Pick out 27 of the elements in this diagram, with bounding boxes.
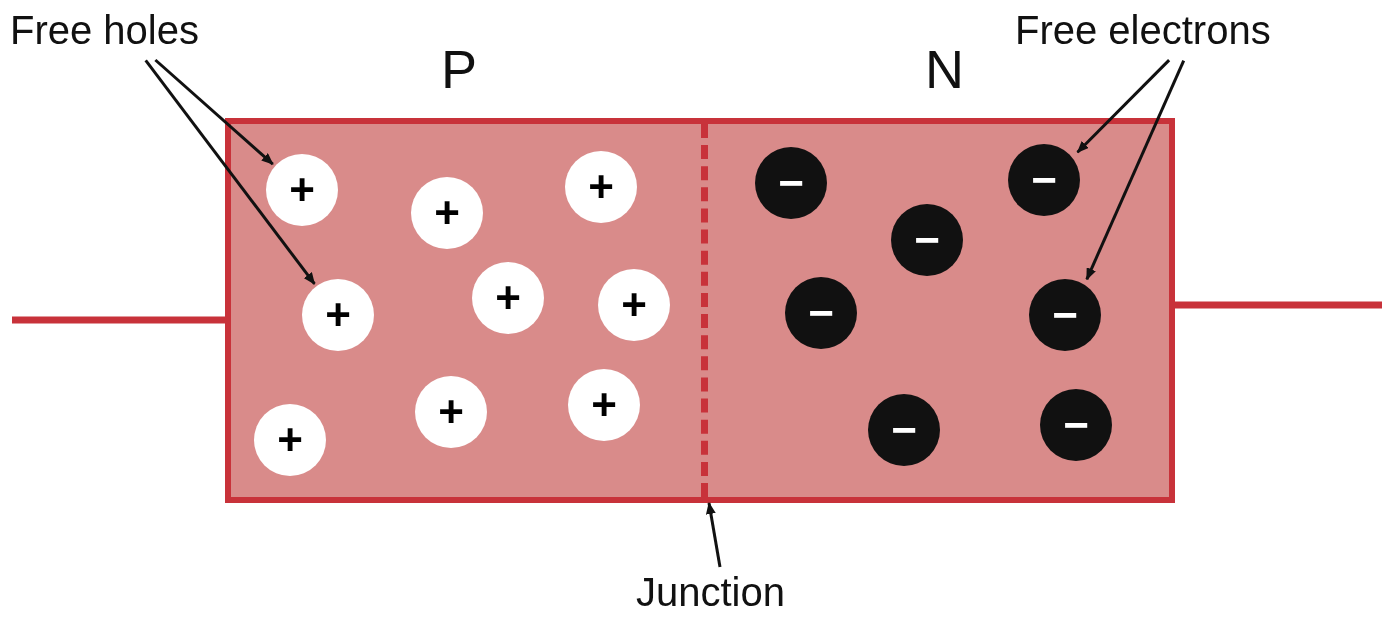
- leader-line: [154, 58, 274, 166]
- electron-circle: −: [891, 204, 963, 276]
- hole-circle: +: [266, 154, 338, 226]
- hole-circle: +: [415, 376, 487, 448]
- callout-label: Free electrons: [1015, 8, 1377, 58]
- hole-circle: +: [302, 279, 374, 351]
- hole-circle: +: [598, 269, 670, 341]
- leader-line: [144, 59, 316, 285]
- electron-circle: −: [1029, 279, 1101, 351]
- junction-line: [701, 124, 708, 497]
- electron-circle: −: [755, 147, 827, 219]
- leader-line: [1085, 60, 1186, 281]
- region-label: P: [441, 38, 478, 100]
- callout-label: Junction: [636, 570, 816, 620]
- electron-circle: −: [1040, 389, 1112, 461]
- hole-circle: +: [568, 369, 640, 441]
- hole-circle: +: [254, 404, 326, 476]
- hole-circle: +: [411, 177, 483, 249]
- electron-circle: −: [785, 277, 857, 349]
- callout-label: Free holes: [10, 8, 240, 58]
- electron-circle: −: [1008, 144, 1080, 216]
- region-label: N: [925, 38, 964, 100]
- hole-circle: +: [565, 151, 637, 223]
- leader-line: [1076, 59, 1171, 154]
- leader-line: [705, 502, 722, 568]
- electron-circle: −: [868, 394, 940, 466]
- hole-circle: +: [472, 262, 544, 334]
